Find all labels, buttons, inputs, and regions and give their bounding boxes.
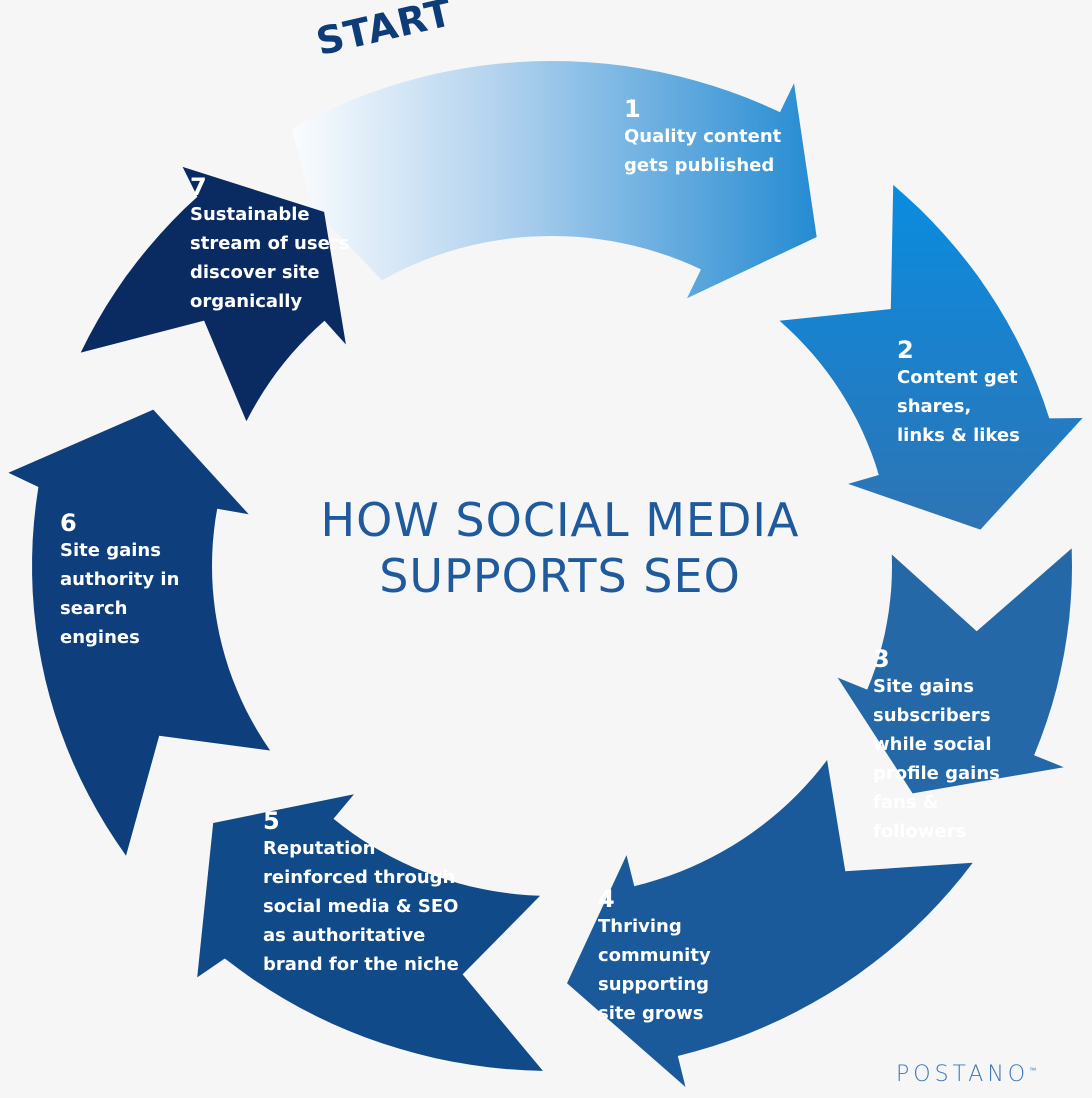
- step-text: Content get: [897, 367, 1018, 388]
- step-text: followers: [873, 821, 967, 842]
- step-5-arrow: [197, 794, 543, 1071]
- step-number: 6: [60, 509, 77, 537]
- step-text: subscribers: [873, 705, 991, 726]
- step-text: links & likes: [897, 425, 1020, 446]
- step-text: search: [60, 598, 128, 619]
- step-text: supporting: [598, 974, 710, 995]
- postano-logo: POSTANO™: [896, 1062, 1036, 1087]
- step-text: stream of users: [190, 233, 350, 254]
- step-text: Quality content: [624, 126, 782, 147]
- step-text: while social: [873, 734, 992, 755]
- step-number: 4: [598, 885, 615, 913]
- step-text: as authoritative: [263, 925, 426, 946]
- step-text: brand for the niche: [263, 954, 459, 975]
- step-5-label: 5 Reputation reinforced through social m…: [263, 808, 459, 979]
- step-text: organically: [190, 291, 303, 312]
- step-1-label: 1 Quality content gets published: [624, 96, 781, 180]
- step-text: fans &: [873, 792, 939, 813]
- step-6-arrow: [8, 409, 271, 856]
- step-text: Site gains: [60, 540, 161, 561]
- step-text: discover site: [190, 262, 320, 283]
- diagram-title: HOW SOCIAL MEDIA SUPPORTS SEO: [250, 492, 870, 604]
- title-line-1: HOW SOCIAL MEDIA: [320, 493, 800, 547]
- step-2-label: 2 Content get shares, links & likes: [897, 337, 1020, 450]
- step-1-arrow: [292, 61, 817, 299]
- step-text: Reputation: [263, 838, 376, 859]
- step-number: 1: [624, 95, 641, 123]
- step-3-arrow: [837, 548, 1072, 794]
- step-text: Thriving: [598, 916, 682, 937]
- step-number: 5: [263, 807, 280, 835]
- step-3-label: 3 Site gains subscribers while social pr…: [873, 646, 1000, 846]
- step-7-label: 7 Sustainable stream of users discover s…: [190, 174, 349, 316]
- trademark: ™: [1029, 1066, 1037, 1075]
- title-line-2: SUPPORTS SEO: [379, 549, 741, 603]
- step-4-arrow: [567, 760, 973, 1087]
- step-text: community: [598, 945, 711, 966]
- step-text: site grows: [598, 1003, 704, 1024]
- step-7-arrow: [80, 166, 346, 422]
- step-number: 3: [873, 645, 890, 673]
- brand-name: POSTANO: [896, 1062, 1030, 1087]
- step-4-label: 4 Thriving community supporting site gro…: [598, 886, 711, 1028]
- step-text: engines: [60, 627, 140, 648]
- step-text: profile gains: [873, 763, 1000, 784]
- step-text: social media & SEO: [263, 896, 459, 917]
- step-text: Sustainable: [190, 204, 310, 225]
- step-2-arrow: [779, 184, 1083, 530]
- step-number: 7: [190, 173, 207, 201]
- step-6-label: 6 Site gains authority in search engines: [60, 510, 179, 652]
- step-text: shares,: [897, 396, 972, 417]
- step-number: 2: [897, 336, 914, 364]
- step-text: reinforced through: [263, 867, 456, 888]
- step-text: authority in: [60, 569, 180, 590]
- step-text: gets published: [624, 155, 775, 176]
- step-text: Site gains: [873, 676, 974, 697]
